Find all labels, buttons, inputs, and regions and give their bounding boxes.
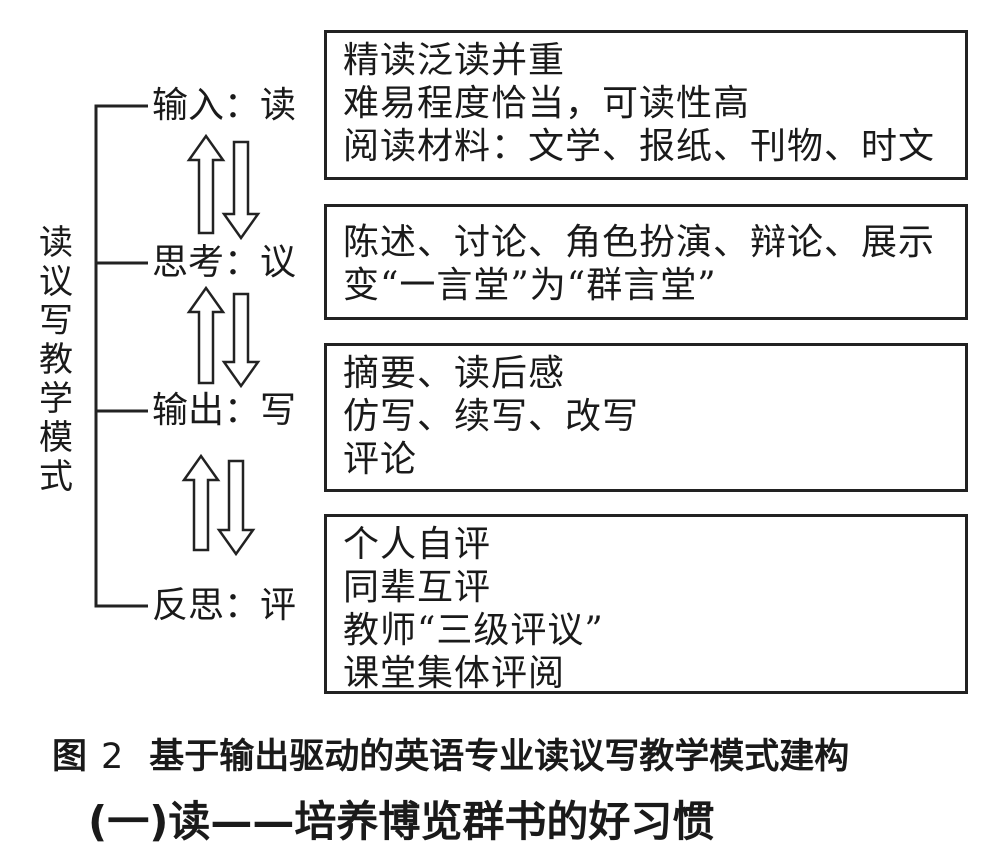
stage-reflect-evaluate: 反思：评	[152, 585, 297, 626]
stage-input-read: 输入：读	[152, 85, 297, 126]
down-arrow-1	[221, 140, 261, 241]
stage-output-write: 输出：写	[152, 390, 297, 431]
box-line: 摘要、读后感	[343, 353, 566, 394]
box-line: 仿写、续写、改写	[343, 396, 640, 437]
up-arrow-1	[186, 133, 226, 235]
figure-number: 2	[101, 737, 124, 777]
box-line: 陈述、讨论、角色扮演、辩论、展示	[343, 222, 936, 263]
up-arrow-2	[186, 285, 226, 385]
stage-bracket	[94, 104, 148, 608]
box-line: 同辈互评	[343, 567, 492, 608]
model-vertical-label: 读议写教学模式	[39, 223, 73, 497]
section-heading: (一)读——培养博览群书的好习惯	[88, 797, 715, 846]
box-line: 教师“三级评议”	[343, 610, 604, 651]
read-methods-box: 精读泛读并重 难易程度恰当，可读性高 阅读材料：文学、报纸、刊物、时文	[324, 30, 968, 180]
discuss-methods-box: 陈述、讨论、角色扮演、辩论、展示 变“一言堂”为“群言堂”	[324, 204, 968, 320]
figure-title: 基于输出驱动的英语专业读议写教学模式建构	[149, 737, 850, 777]
box-line: 变“一言堂”为“群言堂”	[343, 265, 717, 306]
box-line: 个人自评	[343, 524, 492, 565]
write-methods-box: 摘要、读后感 仿写、续写、改写 评论	[324, 343, 968, 492]
down-arrow-3	[216, 459, 256, 557]
figure-prefix: 图	[52, 737, 88, 777]
box-line: 阅读材料：文学、报纸、刊物、时文	[343, 126, 936, 167]
box-line: 评论	[343, 439, 418, 480]
up-arrow-3	[181, 453, 221, 552]
evaluate-methods-box: 个人自评 同辈互评 教师“三级评议” 课堂集体评阅	[324, 514, 968, 694]
box-line: 难易程度恰当，可读性高	[343, 83, 751, 124]
stage-think-discuss: 思考：议	[152, 242, 297, 283]
box-line: 精读泛读并重	[343, 40, 566, 81]
box-line: 课堂集体评阅	[343, 653, 566, 694]
down-arrow-2	[221, 292, 261, 389]
